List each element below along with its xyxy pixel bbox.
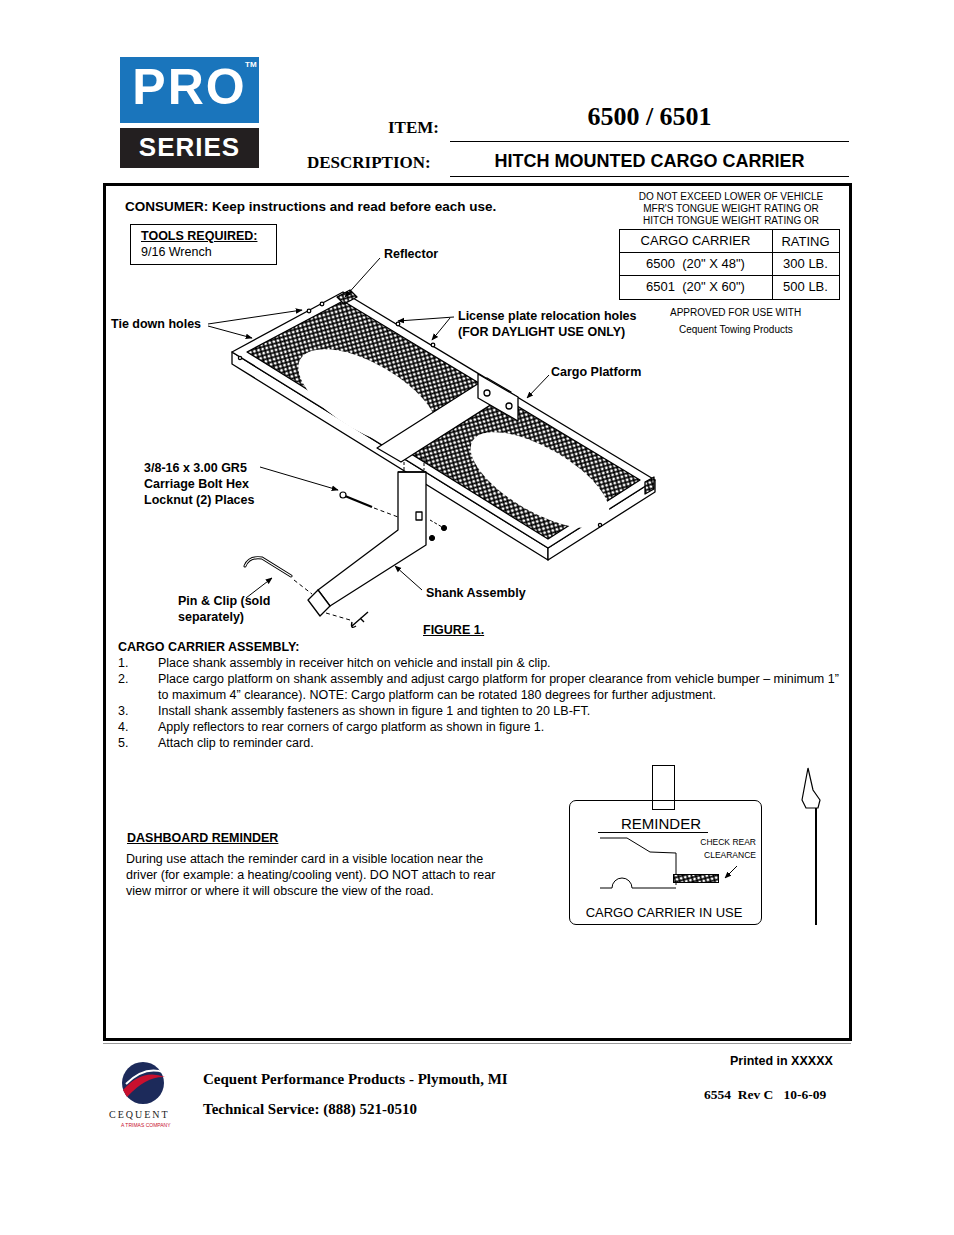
cequent-logo [122,1062,165,1104]
hardware [245,458,447,627]
step-text: Place shank assembly in receiver hitch o… [158,655,848,671]
reminder-clip [802,768,820,925]
section-heading: CARGO CARRIER ASSEMBLY: [118,639,300,655]
company-name: Cequent Performance Products - Plymouth,… [203,1070,508,1088]
document-number: 6554 Rev C 10-6-09 [704,1086,826,1103]
card-note: CHECK REAR CLEARANCE [698,836,756,862]
page-frame [105,185,851,1040]
logo-top [120,57,259,123]
logo-text: PRO [120,57,259,117]
reminder-card-art [598,766,737,889]
item-rule [450,141,849,142]
logo-text: SERIES [120,131,259,163]
approval-note: APPROVED FOR USE WITH [670,307,801,319]
step-number: 4. [118,719,128,735]
cargo-platform [232,290,655,560]
table-cell: 300 LB. [772,256,839,272]
part-label: 3/8-16 x 3.00 GR5 Carriage Bolt Hex Lock… [144,460,258,508]
step-text: Install shank assembly fasteners as show… [158,703,848,719]
instruction-note: CONSUMER: Keep instructions and read bef… [125,198,496,215]
box-text: 9/16 Wrench [141,244,266,260]
card-heading: REMINDER [621,815,701,833]
approval-note: Cequent Towing Products [679,324,793,336]
table-cell: 500 LB. [772,279,839,295]
part-label: Shank Assembly [426,585,526,601]
company-tagline: A TRIMAS COMPANY [121,1122,171,1128]
footer-rule [103,1043,851,1044]
company-logo-text: CEQUENT [109,1109,170,1121]
table-cell: 6500 (20" X 48") [619,256,772,272]
part-label: Tie down holes [111,316,201,332]
figure-caption: FIGURE 1. [423,622,484,638]
step-number: 5. [118,735,128,751]
step-text: Apply reflectors to rear corners of carg… [158,719,848,735]
description-rule [450,176,849,177]
shank-assembly [308,472,426,616]
item-number: 6500 / 6501 [450,102,849,132]
box-heading: TOOLS REQUIRED: [141,228,266,244]
tools-box: TOOLS REQUIRED:9/16 Wrench [130,224,277,265]
step-text: Place cargo platform on shank assembly a… [158,671,848,703]
description-title: HITCH MOUNTED CARGO CARRIER [450,150,849,172]
reminder-instructions: During use attach the reminder card in a… [126,851,498,899]
part-label: Reflector [384,246,438,262]
table-cell: RATING [772,234,839,250]
rating-table [620,230,840,300]
part-label: Pin & Clip (sold separately) [178,593,288,625]
field-label: DESCRIPTION: [307,153,431,173]
reminder-card: REMINDER CHECK REAR CLEARANCE CARGO CARRIE… [569,800,762,925]
step-number: 1. [118,655,128,671]
table-cell: CARGO CARRIER [619,233,772,249]
print-note: Printed in XXXXX [730,1053,833,1069]
step-text: Attach clip to reminder card. [158,735,848,751]
card-footer: CARGO CARRIER IN USE [570,905,758,921]
step-number: 2. [118,671,128,687]
step-number: 3. [118,703,128,719]
weight-note: DO NOT EXCEED LOWER OF VEHICLE MFR'S TON… [631,191,831,227]
logo-bottom [120,128,259,168]
service-phone: Technical Service: (888) 521-0510 [203,1100,417,1118]
table-cell: 6501 (20" X 60") [619,279,772,295]
section-heading: DASHBOARD REMINDER [127,830,278,846]
field-label: ITEM: [388,118,439,138]
part-label: Cargo Platform [551,364,641,380]
trademark: TM [245,60,257,69]
part-label: License plate relocation holes (FOR DAYL… [458,308,653,340]
